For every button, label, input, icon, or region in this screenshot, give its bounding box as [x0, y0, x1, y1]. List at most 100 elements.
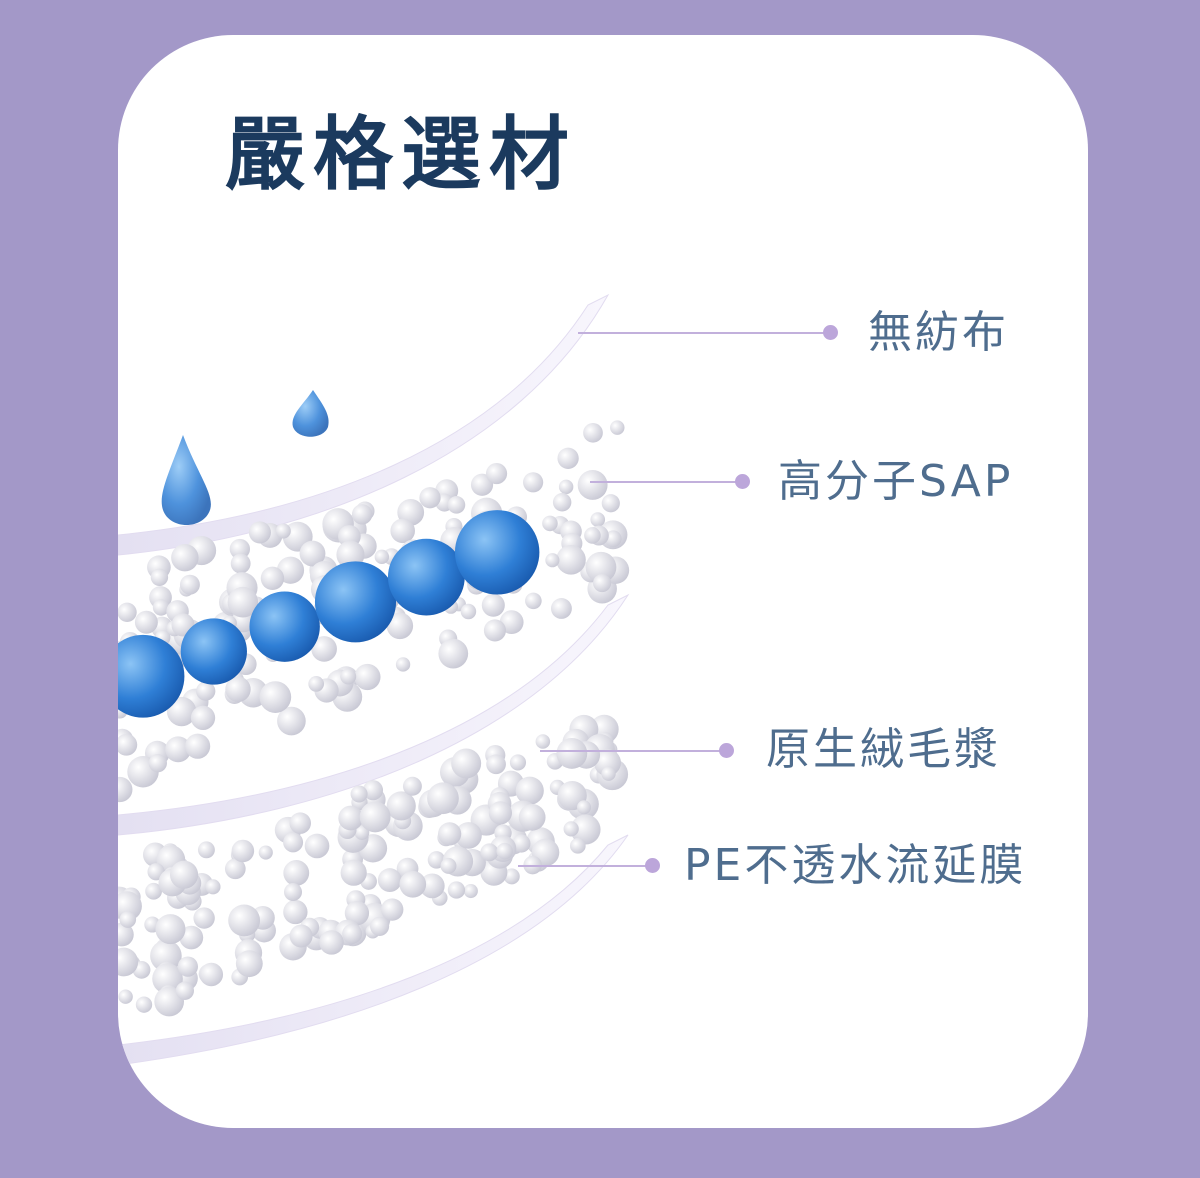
fluff-particle — [177, 956, 198, 977]
fluff-particle — [354, 663, 381, 691]
label-nonwoven: 無紡布 — [868, 307, 1009, 358]
fluff-particle — [175, 981, 195, 1000]
fluff-particle — [451, 748, 482, 779]
fluff-particle — [604, 530, 622, 548]
fluff-particle — [486, 754, 506, 775]
fluff-particle — [350, 785, 368, 803]
fluff-particle — [134, 610, 158, 634]
fluff-particle — [351, 504, 373, 525]
fluff-particle — [118, 947, 139, 977]
fluff-particle — [319, 930, 344, 955]
water-drop-icon — [292, 390, 329, 437]
fluff-particle — [229, 538, 251, 560]
fluff-particle — [386, 612, 414, 640]
fluff-particle — [150, 568, 169, 587]
fluff-particle — [556, 544, 586, 575]
fluff-particle — [447, 881, 466, 899]
fluff-particle — [577, 470, 608, 500]
fluff-particle — [145, 882, 162, 900]
label-pe-film: PE不透水流延膜 — [684, 840, 1027, 891]
fluff-particle — [338, 805, 364, 831]
fluff-particle — [152, 963, 183, 995]
fluff-particle — [512, 834, 531, 853]
fluff-particle — [283, 899, 308, 925]
fluff-particle — [118, 733, 138, 756]
fluff-particle — [483, 619, 506, 642]
callout-line — [540, 750, 726, 752]
fluff-particle — [311, 636, 337, 662]
fluff-particle — [601, 494, 620, 513]
fluff-particle — [386, 791, 416, 821]
fluff-particle — [399, 870, 427, 898]
fluff-particle — [283, 832, 304, 853]
fluff-particle — [470, 473, 494, 496]
diaper-layers-illustration — [118, 293, 630, 1066]
fluff-particle — [438, 822, 462, 846]
fluff-particle — [185, 733, 211, 759]
fluff-particle — [283, 883, 303, 902]
sap-particle — [314, 561, 397, 643]
fluff-particle — [289, 924, 313, 948]
fluff-particle — [419, 487, 441, 509]
fluff-particle — [148, 753, 167, 773]
fluff-particle — [395, 657, 411, 672]
fluff-particle — [556, 738, 588, 769]
fluff-particle — [179, 925, 204, 950]
callout-dot — [823, 325, 838, 340]
sap-particle — [249, 591, 320, 662]
fluff-particle — [480, 843, 499, 862]
fluff-particle — [518, 803, 546, 831]
fluff-particle — [440, 857, 457, 874]
sap-particle — [387, 538, 465, 616]
fluff-particle — [584, 527, 601, 544]
callout-dot — [645, 858, 660, 873]
fluff-particle — [535, 734, 551, 749]
fluff-particle — [419, 873, 445, 899]
fluff-particle — [610, 420, 625, 435]
fluff-particle — [570, 814, 601, 845]
fluff-particle — [118, 602, 137, 622]
fluff-particle — [496, 842, 513, 860]
fluff-particle — [118, 922, 134, 947]
callout-line — [578, 332, 830, 334]
fluff-particle — [259, 681, 292, 713]
fluff-particle — [118, 776, 133, 803]
fluff-particle — [196, 681, 216, 701]
fluff-particle — [460, 603, 477, 620]
fluff-particle — [135, 996, 153, 1013]
fluff-particle — [557, 447, 579, 469]
fluff-particle — [485, 463, 508, 485]
callout-line — [518, 865, 652, 867]
fluff-particle — [224, 858, 246, 880]
fluff-particle — [193, 907, 215, 929]
fluff-particle — [542, 515, 558, 532]
fluff-particle — [585, 551, 617, 583]
fluff-particle — [340, 859, 367, 886]
fluff-particle — [545, 553, 560, 568]
sap-particle — [454, 510, 540, 595]
fluff-particle — [570, 837, 586, 854]
sap-particle — [180, 618, 247, 685]
callout-dot — [719, 743, 734, 758]
fluff-particle — [558, 479, 574, 495]
fluff-particle — [227, 586, 259, 618]
water-drop-icon — [161, 435, 211, 525]
nonwoven-layer — [118, 293, 610, 556]
fluff-particle — [481, 593, 505, 617]
fluff-particle — [235, 950, 263, 978]
fluff-particle — [463, 883, 478, 899]
fluff-particle — [525, 592, 542, 610]
fluff-particle — [275, 523, 291, 539]
fluff-particle — [362, 780, 384, 801]
fluff-particle — [342, 923, 363, 944]
fluff-particle — [455, 822, 482, 849]
fluff-particle — [197, 841, 215, 859]
fluff-particle — [340, 668, 357, 685]
fluff-particle — [523, 472, 544, 493]
fluff-particle — [377, 868, 402, 892]
fluff-particle — [438, 638, 469, 669]
fluff-particle — [550, 598, 572, 619]
fluff-particle — [488, 801, 512, 825]
fluff-particle — [593, 574, 612, 593]
fluff-particle — [601, 766, 616, 781]
